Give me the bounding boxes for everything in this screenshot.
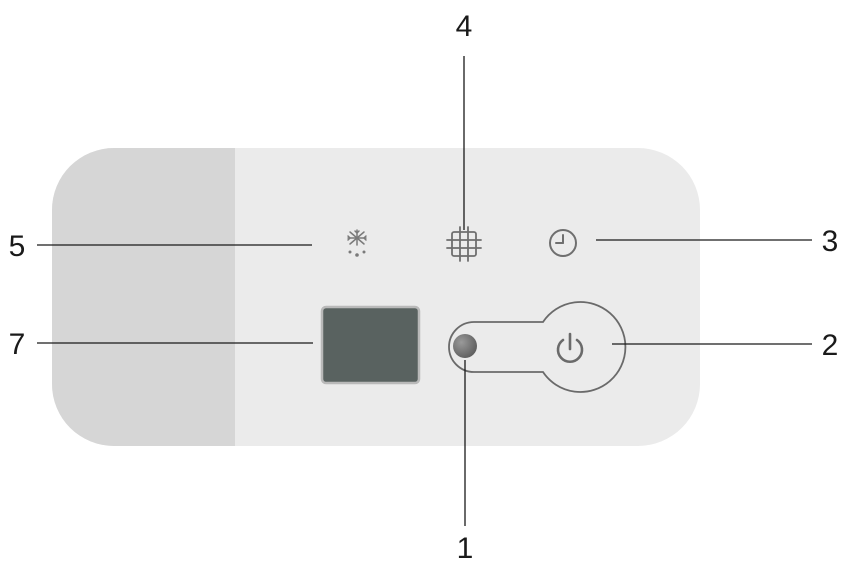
defrost-icon [347,229,367,257]
power-button-housing[interactable] [448,301,627,393]
callout-number-5: 5 [9,230,26,263]
control-panel [52,148,700,446]
timer-clock-icon [549,229,577,257]
callout-number-2: 2 [822,329,839,362]
power-icon[interactable] [556,332,584,363]
callout-number-1: 1 [457,532,474,565]
callout-number-4: 4 [456,10,473,43]
panel-left-section [52,148,235,446]
filter-grid-icon [446,226,482,262]
display-screen [320,305,421,385]
callout-number-3: 3 [822,225,839,258]
indicator-led [453,334,477,358]
callout-number-7: 7 [9,328,26,361]
